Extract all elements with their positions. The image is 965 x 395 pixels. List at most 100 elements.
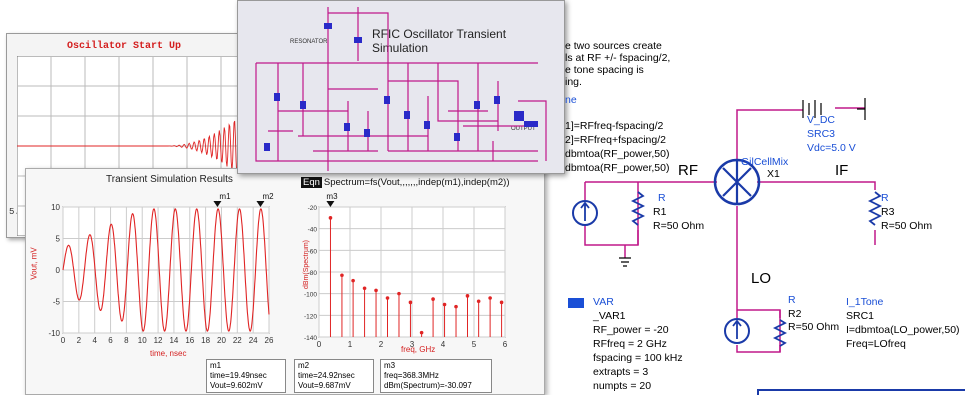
schematic-wiring bbox=[568, 98, 965, 395]
src1-type: I_1Tone bbox=[846, 296, 884, 308]
tone-label: ne bbox=[565, 94, 577, 106]
transient-x-tick: 12 bbox=[154, 336, 163, 345]
rfic-title: RFIC Oscillator Transient Simulation bbox=[372, 27, 507, 55]
spectrum-point bbox=[488, 296, 492, 300]
src3-name: SRC3 bbox=[807, 128, 836, 140]
src1-name: SRC1 bbox=[846, 310, 875, 322]
transient-x-tick: 0 bbox=[61, 336, 66, 345]
mixer-name: X1 bbox=[767, 168, 780, 180]
spectrum-x-tick: 2 bbox=[379, 340, 384, 349]
transient-x-tick: 8 bbox=[124, 336, 129, 345]
transient-x-tick: 16 bbox=[185, 336, 194, 345]
note-line-2: ls at RF +/- fspacing/2, bbox=[565, 52, 671, 64]
spectrum-x-tick: 0 bbox=[317, 340, 322, 349]
transient-y-tick: 5 bbox=[56, 235, 61, 244]
transient-results-window: Transient Simulation Results Vout, mV ti… bbox=[25, 168, 545, 395]
var-numpts: numpts = 20 bbox=[593, 380, 652, 392]
spectrum-y-tick: -60 bbox=[308, 248, 318, 255]
spectrum-y-tick: -120 bbox=[304, 313, 317, 320]
r1-type: R bbox=[658, 192, 666, 204]
tone-line-4: dbmtoa(RF_power,50) bbox=[565, 162, 670, 174]
r2-value: R=50 Ohm bbox=[788, 321, 840, 333]
r2-type: R bbox=[788, 294, 796, 306]
m3-dbm: dBm(Spectrum)=-30.097 bbox=[384, 381, 472, 390]
src1-freq: Freq=LOfreq bbox=[846, 338, 906, 350]
lo-port-label: LO bbox=[751, 270, 772, 287]
m1-name: m1 bbox=[210, 361, 222, 370]
eqn-text: Spectrum=fs(Vout,,,,,,,indep(m1),indep(m… bbox=[323, 177, 510, 188]
spectrum-x-tick: 5 bbox=[472, 340, 477, 349]
rf-port-label: RF bbox=[678, 162, 698, 179]
rfic-oscillator-window: RFIC Oscillator Transient Simulation RES… bbox=[237, 0, 565, 174]
transient-series-line bbox=[62, 208, 270, 332]
transient-x-tick: 14 bbox=[169, 336, 178, 345]
transient-y-tick: 0 bbox=[56, 266, 61, 275]
if-port-label: IF bbox=[835, 162, 849, 179]
eqn-tag: Eqn bbox=[301, 177, 322, 188]
startup-y-label: 5. bbox=[9, 207, 20, 217]
spectrum-y-tick: -140 bbox=[304, 335, 317, 342]
spectrum-point bbox=[454, 304, 458, 309]
spectrum-x-tick: 6 bbox=[503, 340, 508, 349]
var-block-name: _VAR1 bbox=[593, 310, 626, 322]
spectrum-y-tick: -20 bbox=[308, 205, 318, 212]
spectrum-point bbox=[419, 330, 424, 335]
spectrum-point bbox=[328, 216, 333, 220]
transient-marker-m2 bbox=[256, 201, 265, 207]
spectrum-point bbox=[499, 300, 504, 305]
tone-line-2: 2]=RFfreq+fspacing/2 bbox=[565, 134, 666, 146]
m2-time: time=24.92nsec bbox=[298, 371, 355, 380]
transient-y-tick: -10 bbox=[48, 329, 60, 338]
spectrum-point bbox=[397, 291, 401, 296]
transient-x-tick: 6 bbox=[108, 336, 113, 345]
r2-name: R2 bbox=[788, 308, 802, 320]
m1-time: time=19.49nsec bbox=[210, 371, 267, 380]
transient-y-tick: -5 bbox=[53, 298, 61, 307]
transient-x-tick: 20 bbox=[217, 336, 226, 345]
r1-name: R1 bbox=[653, 206, 667, 218]
var-fspacing: fspacing = 100 kHz bbox=[593, 352, 683, 364]
spectrum-point bbox=[465, 294, 470, 298]
spectrum-point bbox=[340, 273, 344, 278]
m1-vout: Vout=9.602mV bbox=[210, 381, 263, 390]
spectrum-x-tick: 4 bbox=[441, 340, 446, 349]
note-line-4: ing. bbox=[565, 76, 582, 88]
spectrum-point bbox=[362, 286, 367, 291]
spectrum-marker-m3 bbox=[326, 201, 335, 207]
src1-current: I=dbmtoa(LO_power,50) bbox=[846, 324, 960, 336]
spectrum-y-tick: -100 bbox=[304, 292, 317, 299]
transient-title: Transient Simulation Results bbox=[106, 174, 233, 185]
transient-x-tick: 26 bbox=[265, 336, 274, 345]
spectrum-point bbox=[351, 278, 355, 283]
m2-vout: Vout=9.687mV bbox=[298, 381, 351, 390]
var-rf-power: RF_power = -20 bbox=[593, 324, 669, 336]
m3-name: m3 bbox=[384, 361, 396, 370]
transient-marker-m1 bbox=[213, 201, 222, 207]
transient-x-tick: 10 bbox=[138, 336, 147, 345]
transient-y-tick: 10 bbox=[51, 203, 60, 212]
spectrum-x-tick: 1 bbox=[348, 340, 353, 349]
spectrum-marker-label-m3: m3 bbox=[326, 192, 338, 201]
r3-type: R bbox=[881, 192, 889, 204]
rfic-circuit bbox=[255, 7, 547, 171]
spectrum-y-tick: -40 bbox=[308, 227, 318, 234]
var-extrapts: extrapts = 3 bbox=[593, 366, 649, 378]
src3-value: Vdc=5.0 V bbox=[807, 142, 856, 154]
r1-value: R=50 Ohm bbox=[653, 220, 705, 232]
var-block-type: VAR bbox=[593, 296, 614, 308]
m2-readout: m2 time=24.92nsec Vout=9.687mV bbox=[294, 359, 374, 393]
transient-x-tick: 4 bbox=[92, 336, 97, 345]
r3-name: R3 bbox=[881, 206, 895, 218]
mixer-type: GilCellMix bbox=[741, 156, 789, 168]
output-label: OUTPUT bbox=[511, 126, 536, 132]
r3-value: R=50 Ohm bbox=[881, 220, 933, 232]
spectrum-point bbox=[442, 302, 447, 307]
m1-readout: m1 time=19.49nsec Vout=9.602mV bbox=[206, 359, 286, 393]
m3-freq: freq=368.3MHz bbox=[384, 371, 439, 380]
m2-name: m2 bbox=[298, 361, 310, 370]
schematic-area: e two sources create ls at RF +/- fspaci… bbox=[545, 0, 965, 395]
startup-title: Oscillator Start Up bbox=[67, 41, 182, 52]
